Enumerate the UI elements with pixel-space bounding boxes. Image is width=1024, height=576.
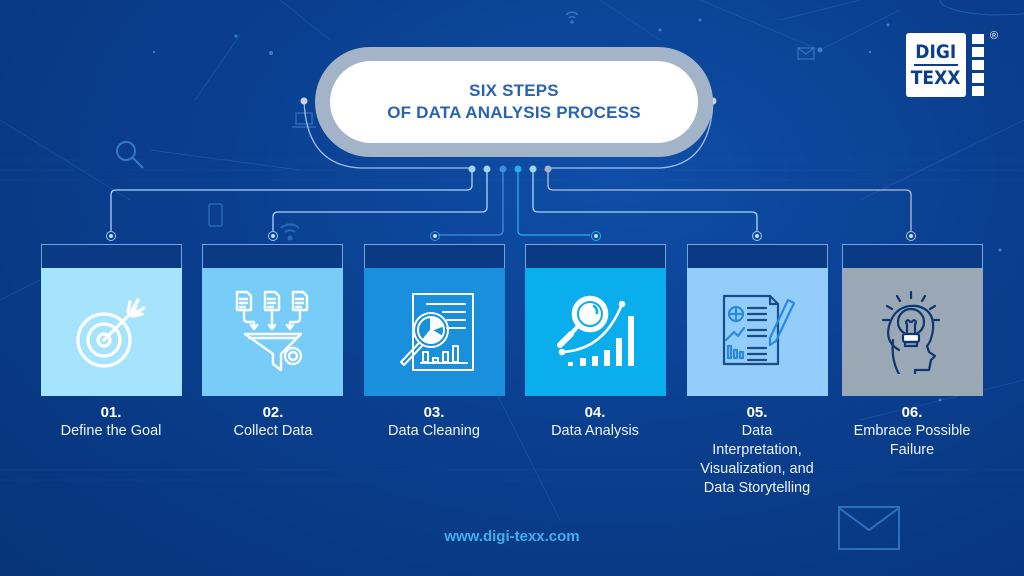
- card-header: [842, 244, 983, 268]
- step-number: 01.: [100, 404, 122, 421]
- connector-endpoint-5: [752, 231, 762, 241]
- card-body: [842, 268, 983, 396]
- step-title: Data Analysis: [551, 423, 639, 439]
- step-number: 06.: [901, 404, 923, 421]
- card-header: [41, 244, 182, 268]
- step-number: 04.: [584, 404, 606, 421]
- step-title-line: Interpretation,: [712, 442, 802, 458]
- step-number: 05.: [746, 404, 768, 421]
- step-number: 02.: [262, 404, 284, 421]
- logo-text-digi: DIGI: [915, 41, 957, 63]
- title-pill: SIX STEPS OF DATA ANALYSIS PROCESS: [330, 61, 698, 143]
- step-label-4: 04. Data Analysis: [515, 404, 675, 441]
- connector-endpoint-3: [430, 231, 440, 241]
- connector-endpoint-1: [106, 231, 116, 241]
- step-card-1: [41, 244, 182, 396]
- card-body: [41, 268, 182, 396]
- step-title-line: Data Storytelling: [703, 480, 811, 496]
- step-label-5: 05. Data Interpretation, Visualization, …: [677, 404, 837, 498]
- card-body: [687, 268, 828, 396]
- report-pencil-chart-icon: [716, 290, 800, 374]
- step-card-4: [525, 244, 666, 396]
- step-number: 03.: [423, 404, 445, 421]
- digitexx-logo: DIGI TEXX: [906, 33, 966, 97]
- page-title-line2: OF DATA ANALYSIS PROCESS: [387, 103, 641, 122]
- logo-text-texx: TEXX: [911, 67, 961, 89]
- bg-laptop-icon: [292, 112, 316, 128]
- step-title: Collect Data: [233, 423, 313, 439]
- registered-mark: ®: [990, 30, 999, 42]
- bg-phone-icon: [208, 203, 223, 227]
- connector-endpoint-2: [268, 231, 278, 241]
- card-header: [525, 244, 666, 268]
- card-header: [202, 244, 343, 268]
- connector-endpoint-6: [906, 231, 916, 241]
- website-url: www.digi-texx.com: [444, 528, 580, 545]
- target-arrow-icon: [72, 292, 152, 372]
- page-title-line1: SIX STEPS: [469, 81, 559, 100]
- connector-endpoint-4: [591, 231, 601, 241]
- head-lightbulb-icon: [871, 290, 955, 374]
- step-card-6: [842, 244, 983, 396]
- logo-film-strip: [972, 34, 984, 99]
- card-body: [202, 268, 343, 396]
- magnifier-growth-chart-icon: [554, 290, 638, 374]
- card-body: [525, 268, 666, 396]
- card-body: [364, 268, 505, 396]
- report-magnifier-icon: [393, 290, 477, 374]
- card-header: [687, 244, 828, 268]
- bg-wifi-icon: [280, 223, 300, 241]
- step-card-2: [202, 244, 343, 396]
- step-title: Data Cleaning: [388, 423, 480, 439]
- step-title-line: Visualization, and: [700, 461, 814, 477]
- step-label-6: 06. Embrace Possible Failure: [832, 404, 992, 460]
- step-card-3: [364, 244, 505, 396]
- step-label-2: 02. Collect Data: [193, 404, 353, 441]
- step-title-line: Data: [741, 423, 773, 439]
- logo-divider: [914, 64, 958, 66]
- bg-wifi-small-icon: [565, 11, 579, 24]
- bg-search-icon: [116, 141, 144, 169]
- card-header: [364, 244, 505, 268]
- documents-funnel-gear-icon: [233, 290, 313, 374]
- step-card-5: [687, 244, 828, 396]
- step-label-3: 03. Data Cleaning: [354, 404, 514, 441]
- step-title: Define the Goal: [60, 423, 162, 439]
- step-title-line: Embrace Possible: [853, 423, 971, 439]
- bg-envelope-small-icon: [797, 47, 815, 60]
- step-title-line: Failure: [889, 442, 935, 458]
- step-label-1: 01. Define the Goal: [31, 404, 191, 441]
